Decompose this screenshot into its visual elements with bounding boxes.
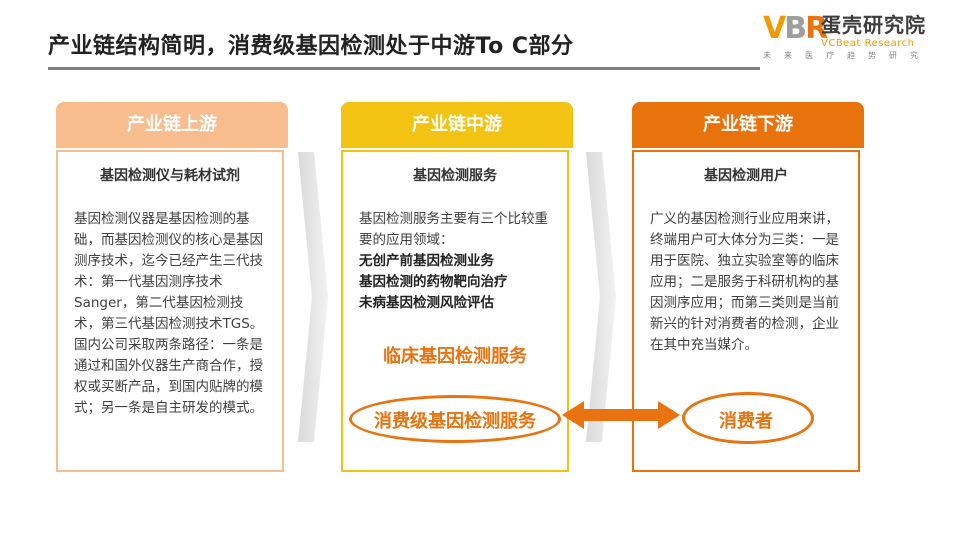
midstream-column: 产业链中游 基因检测服务 基因检测服务主要有三个比较重要的应用领域： 无创产前基… xyxy=(341,102,573,472)
upstream-column: 产业链上游 基因检测仪与耗材试剂 基因检测仪器是基因检测的基础，而基因检测仪的核… xyxy=(56,102,288,472)
logo-mark-b: B xyxy=(784,11,807,46)
consumer-service-label: 消费级基因检测服务 xyxy=(374,411,536,432)
downstream-body: 广义的基因检测行业应用来讲，终端用户可大体分为三类：一是用于医院、独立实验室等的… xyxy=(650,211,839,353)
downstream-subtitle: 基因检测用户 xyxy=(704,168,788,184)
consumer-oval xyxy=(682,392,814,444)
consumer-label: 消费者 xyxy=(719,411,773,432)
midstream-subtitle: 基因检测服务 xyxy=(413,168,497,184)
midstream-box: 基因检测服务 基因检测服务主要有三个比较重要的应用领域： 无创产前基因检测业务 … xyxy=(341,150,569,472)
midstream-item: 未病基因检测风险评估 xyxy=(359,295,494,311)
slide-title: 产业链结构简明，消费级基因检测处于中游To C部分 xyxy=(48,34,574,59)
vcbeat-logo: VBR 蛋壳研究院 VCBeat Research 未来医疗趋势研究 xyxy=(763,12,953,62)
vbr-logo-mark: VBR xyxy=(763,11,828,46)
midstream-item: 基因检测的药物靶向治疗 xyxy=(359,274,508,290)
logo-name-en: VCBeat Research xyxy=(821,38,915,49)
upstream-subtitle: 基因检测仪与耗材试剂 xyxy=(100,168,240,184)
title-divider xyxy=(48,67,760,70)
clinical-service-label: 临床基因检测服务 xyxy=(383,346,527,367)
downstream-header: 产业链下游 xyxy=(632,102,864,148)
logo-name-cn: 蛋壳研究院 xyxy=(821,13,926,37)
upstream-header: 产业链上游 xyxy=(56,102,288,148)
logo-tagline: 未来医疗趋势研究 xyxy=(763,51,931,60)
double-arrow-icon xyxy=(562,401,680,429)
upstream-box: 基因检测仪与耗材试剂 基因检测仪器是基因检测的基础，而基因检测仪的核心是基因测序… xyxy=(56,150,284,472)
midstream-intro: 基因检测服务主要有三个比较重要的应用领域： xyxy=(359,211,548,248)
upstream-body: 基因检测仪器是基因检测的基础，而基因检测仪的核心是基因测序技术，迄今已经产生三代… xyxy=(74,211,264,416)
midstream-item: 无创产前基因检测业务 xyxy=(359,253,494,269)
chevron-right-icon xyxy=(298,152,328,442)
logo-mark-v: V xyxy=(763,11,786,46)
midstream-header: 产业链中游 xyxy=(341,102,573,148)
chevron-right-icon xyxy=(586,152,616,442)
logo-mark-r: R xyxy=(805,11,828,46)
downstream-column: 产业链下游 基因检测用户 广义的基因检测行业应用来讲，终端用户可大体分为三类：一… xyxy=(632,102,864,472)
consumer-service-oval xyxy=(349,395,561,443)
midstream-body: 基因检测服务主要有三个比较重要的应用领域： 无创产前基因检测业务 基因检测的药物… xyxy=(343,209,567,314)
